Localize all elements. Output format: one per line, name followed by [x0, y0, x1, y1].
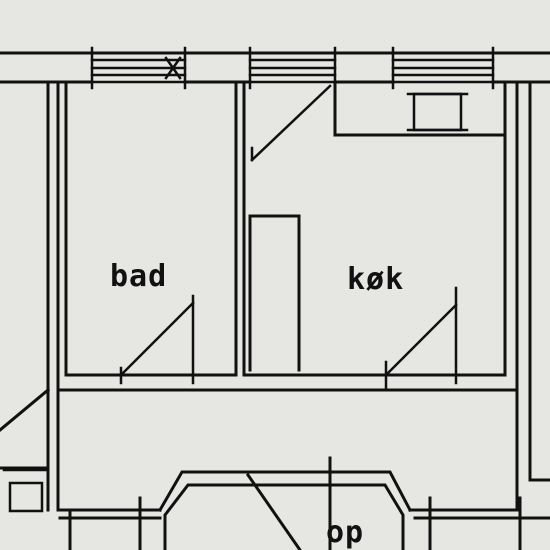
window-kok-left [248, 46, 337, 90]
room-label-kok: køk [347, 262, 405, 297]
kitchen-closet [248, 214, 301, 372]
kok-window-swing [250, 84, 332, 162]
left-room-walls [0, 80, 60, 512]
bad-door [119, 294, 195, 385]
stair-bay [157, 456, 413, 550]
hallway-walls [56, 388, 519, 512]
room-label-op: op [326, 515, 365, 550]
bad-walls [64, 80, 246, 377]
window-kok-right [391, 46, 495, 90]
kok-door [384, 286, 458, 392]
window-bad [90, 46, 187, 90]
room-label-bad: bad [110, 259, 168, 294]
right-room-edge [528, 80, 550, 482]
bottom-left-cabinet [2, 468, 50, 513]
kitchen-vent-box [406, 92, 469, 132]
bottom-walls [58, 496, 550, 550]
